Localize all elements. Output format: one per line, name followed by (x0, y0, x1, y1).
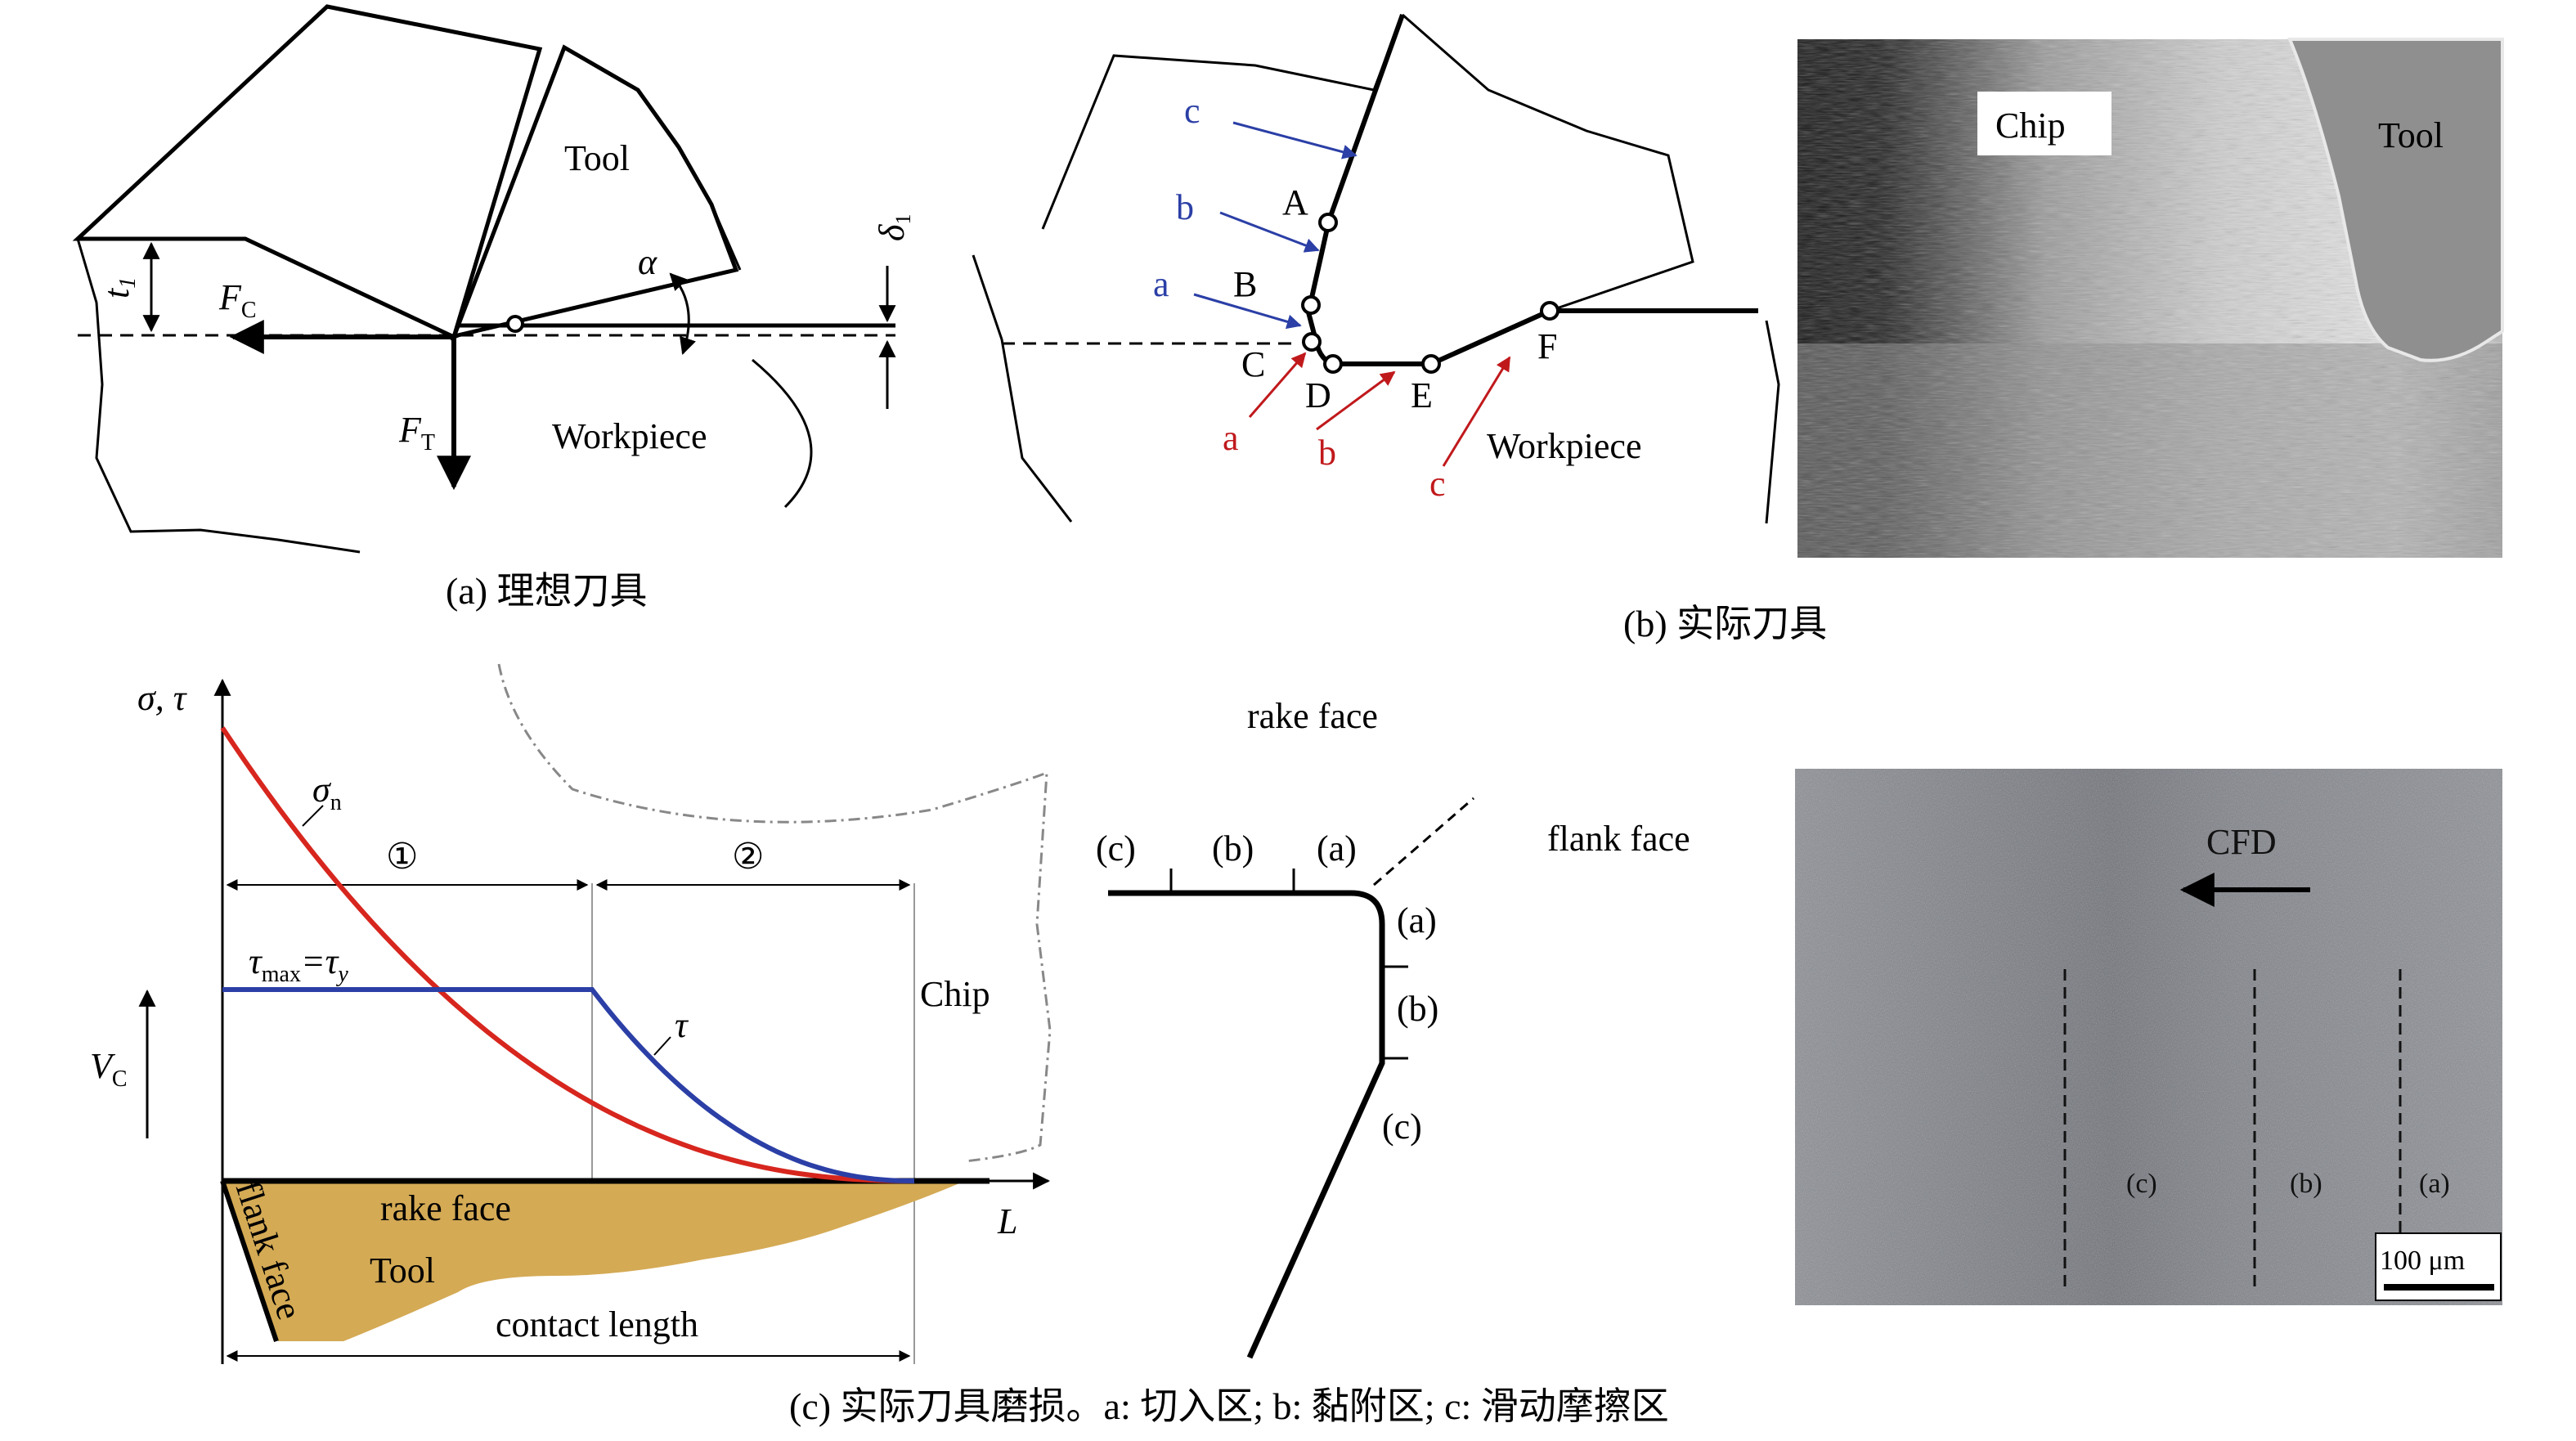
workpiece-label-a: Workpiece (552, 416, 707, 456)
workpiece-outline (76, 238, 361, 554)
panel-b-photo: Chip Tool (1797, 38, 2504, 558)
photo-chip-label-box (1977, 92, 2112, 155)
panel-c-micrograph: CFD (c) (b) (a) 100 μm (1795, 769, 2502, 1305)
photo-tool-shape (2287, 38, 2504, 362)
workpiece-label-b: Workpiece (1487, 426, 1641, 466)
panel-b-diagram: A B C D E F c b a a b c Workpiece (972, 13, 1780, 524)
panel-a: Tool Workpiece α t1 FC FT δ1 (a) 理想刀具 (72, 4, 915, 612)
point-A-label: A (1282, 182, 1308, 222)
vc-label: VC (90, 1046, 128, 1092)
tool-outline-b (1402, 13, 1694, 312)
circle-marker-icon (506, 315, 524, 333)
rake-face-inner-label: rake face (380, 1188, 511, 1228)
workpiece-right-b (1765, 320, 1780, 524)
scale-bar-label: 100 μm (2380, 1246, 2465, 1276)
tool-label-a: Tool (564, 138, 630, 178)
edge-profile (1108, 890, 1385, 1359)
tool-back-line (710, 204, 742, 271)
micro-label-a: (a) (2419, 1169, 2450, 1199)
edge-label-a-top: (a) (1317, 828, 1357, 869)
alpha-arc (669, 272, 696, 355)
blue-label-b: b (1176, 187, 1194, 227)
point-A-marker (1318, 213, 1338, 232)
point-E-label: E (1411, 375, 1433, 415)
y-axis-label: σ, τ (137, 678, 188, 718)
caption-b: (b) 实际刀具 (1623, 603, 1827, 644)
edge-label-c-top: (c) (1096, 828, 1136, 869)
tau-curve (222, 987, 915, 1183)
point-C-label: C (1241, 344, 1265, 384)
zone-1-label: ① (386, 837, 418, 877)
blue-label-a: a (1153, 264, 1169, 304)
tool-fill-c (222, 1181, 965, 1341)
chip-outline-b (1041, 14, 1404, 230)
edge-label-b-side: (b) (1397, 989, 1438, 1029)
chip-outline-c (497, 663, 1052, 1163)
contact-length-label: contact length (496, 1304, 698, 1344)
cfd-label: CFD (2206, 822, 2277, 862)
blue-arrow-b (1219, 211, 1320, 253)
tool-label-c: Tool (370, 1250, 435, 1291)
edge-label-c-side: (c) (1382, 1107, 1422, 1147)
rake-face-top-label: rake face (1247, 696, 1378, 736)
red-arrow-c (1442, 356, 1511, 467)
micro-label-b: (b) (2290, 1169, 2322, 1199)
micro-label-c: (c) (2126, 1169, 2157, 1199)
edge-extension-dashed (1373, 797, 1474, 887)
blue-label-c: c (1184, 91, 1200, 131)
edge-label-a-side: (a) (1397, 900, 1437, 940)
zone-2-label: ② (732, 837, 764, 877)
delta-label: δ1 (872, 214, 915, 241)
red-label-c: c (1429, 464, 1446, 504)
workpiece-right-curve (752, 358, 813, 509)
tau-max-label: τmax=τy (249, 941, 348, 987)
red-arrow-a (1248, 352, 1307, 418)
blue-arrow-c (1232, 121, 1358, 159)
red-label-a: a (1223, 418, 1239, 458)
point-B-marker (1301, 295, 1321, 315)
tool-edge-b (1305, 13, 1758, 366)
point-F-label: F (1537, 326, 1557, 366)
fc-label: FC (218, 277, 257, 323)
photo-tool-label: Tool (2378, 115, 2444, 155)
chip-label-c: Chip (920, 974, 990, 1014)
panel-c-chart: σ, τ L VC σn τ τmax=τy ① ② Chip rake fac… (90, 663, 1052, 1364)
flank-face-right-label: flank face (1547, 819, 1690, 859)
point-D-label: D (1305, 375, 1331, 415)
point-D-marker (1323, 354, 1343, 374)
ft-label: FT (398, 410, 435, 456)
sigma-label: σn (312, 770, 342, 815)
red-arrow-b (1316, 370, 1396, 431)
tau-label: τ (675, 1005, 689, 1045)
edge-label-b-top: (b) (1212, 828, 1254, 869)
workpiece-outline-b (972, 254, 1073, 523)
flank-face-edge (220, 1180, 279, 1342)
point-F-marker (1540, 301, 1560, 321)
red-label-b: b (1318, 433, 1336, 473)
point-C-marker (1302, 332, 1322, 352)
caption-c: (c) 实际刀具磨损。a: 切入区; b: 黏附区; c: 滑动摩擦区 (789, 1385, 1669, 1427)
chip-shape (72, 4, 543, 340)
t1-label: t1 (96, 277, 141, 299)
tau-leader (653, 1036, 671, 1056)
x-axis-label: L (997, 1201, 1017, 1241)
panel-c-edge: rake face flank face (c) (b) (a) (a) (b)… (1096, 696, 1690, 1359)
point-E-marker (1421, 354, 1441, 374)
micrograph-texture (1795, 769, 2502, 1305)
photo-chip-label: Chip (1995, 105, 2066, 146)
alpha-label: α (638, 242, 657, 282)
point-B-label: B (1233, 264, 1257, 304)
sigma-leader (302, 805, 324, 827)
sigma-curve (220, 726, 914, 1183)
blue-arrow-a (1193, 293, 1302, 330)
caption-a: (a) 理想刀具 (446, 570, 648, 612)
